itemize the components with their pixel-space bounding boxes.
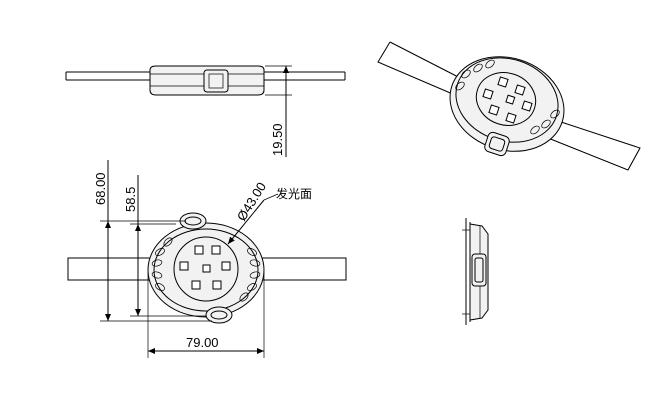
front-view: Ø43.00 发光面 68.00 58.5 79.00 xyxy=(67,160,347,358)
perspective-view xyxy=(377,41,641,171)
side-view: 19.50 xyxy=(65,65,346,157)
dim-height-inner: 58.5 xyxy=(123,187,138,212)
label-emitting-surface: 发光面 xyxy=(276,186,312,201)
dim-width: 79.00 xyxy=(186,335,219,350)
dim-diameter: Ø43.00 xyxy=(234,179,269,223)
dim-height-side: 19.50 xyxy=(270,123,285,156)
dim-height-outer: 68.00 xyxy=(93,172,108,205)
side-profile-view xyxy=(462,218,489,325)
